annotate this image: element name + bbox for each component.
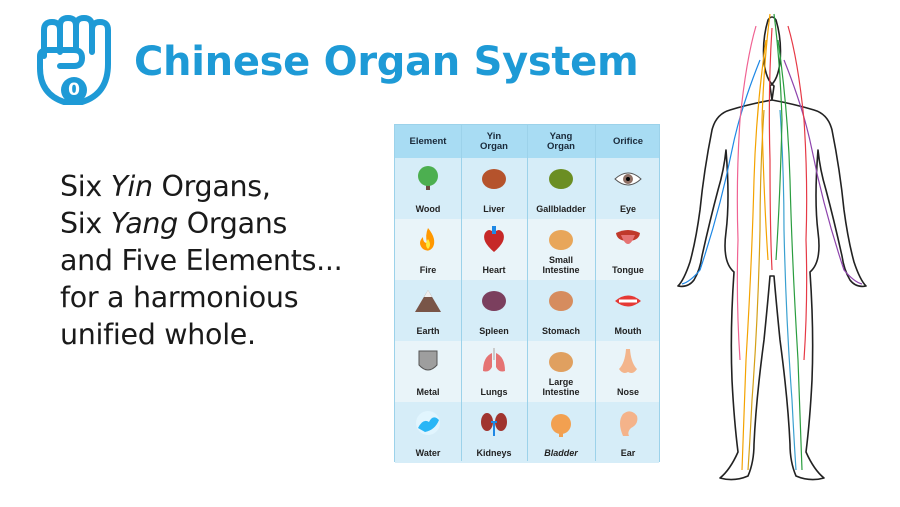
cell-label: Stomach bbox=[541, 326, 580, 336]
meridian-line bbox=[681, 59, 761, 285]
cell-label: Kidneys bbox=[476, 448, 512, 458]
column-divider bbox=[595, 125, 596, 461]
meridian-line bbox=[777, 39, 803, 471]
tagline-line-5: unified whole. bbox=[60, 318, 256, 351]
meridian-line bbox=[747, 109, 765, 471]
table-cell: Bladder bbox=[527, 402, 595, 463]
table-cell: Stomach bbox=[527, 280, 595, 341]
column-header: Orifice bbox=[612, 135, 644, 147]
table-cell: Large Intestine bbox=[527, 341, 595, 402]
meridian-line bbox=[787, 25, 808, 361]
cell-label: Gallbladder bbox=[536, 204, 586, 214]
table-cell: Eye bbox=[595, 158, 661, 219]
page-title: Chinese Organ System bbox=[134, 39, 639, 85]
meridian-line bbox=[779, 109, 797, 471]
cell-label: Large Intestine bbox=[542, 377, 580, 397]
table-cell: Water bbox=[395, 402, 461, 463]
column-header: Yang Organ bbox=[547, 130, 575, 152]
tagline-line-2: Six Yang Organs bbox=[60, 207, 288, 240]
table-cell: Mouth bbox=[595, 280, 661, 341]
meridian-line bbox=[741, 39, 767, 471]
table-cell: Small Intestine bbox=[527, 219, 595, 280]
cell-label: Heart bbox=[482, 265, 506, 275]
tagline-line-1: Six Yin Organs, bbox=[60, 170, 271, 203]
table-cell: Spleen bbox=[461, 280, 527, 341]
cell-label: Wood bbox=[415, 204, 441, 214]
tagline-line-3: and Five Elements... bbox=[60, 244, 343, 277]
cell-label: Earth bbox=[416, 326, 440, 336]
meridian-line bbox=[773, 13, 783, 261]
cell-label: Water bbox=[415, 448, 441, 458]
meridian-line bbox=[761, 13, 771, 261]
table-cell: Nose bbox=[595, 341, 661, 402]
column-divider bbox=[461, 125, 462, 461]
cell-label: Liver bbox=[483, 204, 505, 214]
table-cell: Heart bbox=[461, 219, 527, 280]
cell-label: Tongue bbox=[612, 265, 644, 275]
table-cell: Metal bbox=[395, 341, 461, 402]
table-cell: Lungs bbox=[461, 341, 527, 402]
meridian-body-figure bbox=[677, 13, 867, 481]
table-cell: Gallbladder bbox=[527, 158, 595, 219]
cell-label: Fire bbox=[419, 265, 437, 275]
table-cell: Earth bbox=[395, 280, 461, 341]
cell-label: Small Intestine bbox=[542, 255, 580, 275]
column-divider bbox=[527, 125, 528, 461]
meridian-line bbox=[783, 59, 863, 285]
tagline: Six Yin Organs, Six Yang Organs and Five… bbox=[60, 168, 390, 353]
fist-logo-icon bbox=[37, 15, 111, 105]
table-cell: Fire bbox=[395, 219, 461, 280]
cell-label: Lungs bbox=[480, 387, 508, 397]
tagline-line-4: for a harmonious bbox=[60, 281, 299, 314]
cell-label: Ear bbox=[620, 448, 636, 458]
cell-label: Spleen bbox=[479, 326, 509, 336]
table-cell: Wood bbox=[395, 158, 461, 219]
cell-label: Eye bbox=[619, 204, 636, 214]
table-cell: Ear bbox=[595, 402, 661, 463]
cell-label: Metal bbox=[416, 387, 440, 397]
cell-label: Mouth bbox=[614, 326, 642, 336]
meridian-line bbox=[736, 25, 757, 361]
cell-label: Bladder bbox=[544, 448, 578, 458]
table-cell: Tongue bbox=[595, 219, 661, 280]
meridian-line bbox=[768, 27, 773, 271]
column-header: Element bbox=[409, 135, 447, 147]
logo-number: 0 bbox=[68, 80, 80, 100]
table-cell: Liver bbox=[461, 158, 527, 219]
meridian-lines bbox=[681, 13, 863, 471]
cell-label: Nose bbox=[616, 387, 639, 397]
column-header: Yin Organ bbox=[480, 130, 508, 152]
table-cell: Kidneys bbox=[461, 402, 527, 463]
